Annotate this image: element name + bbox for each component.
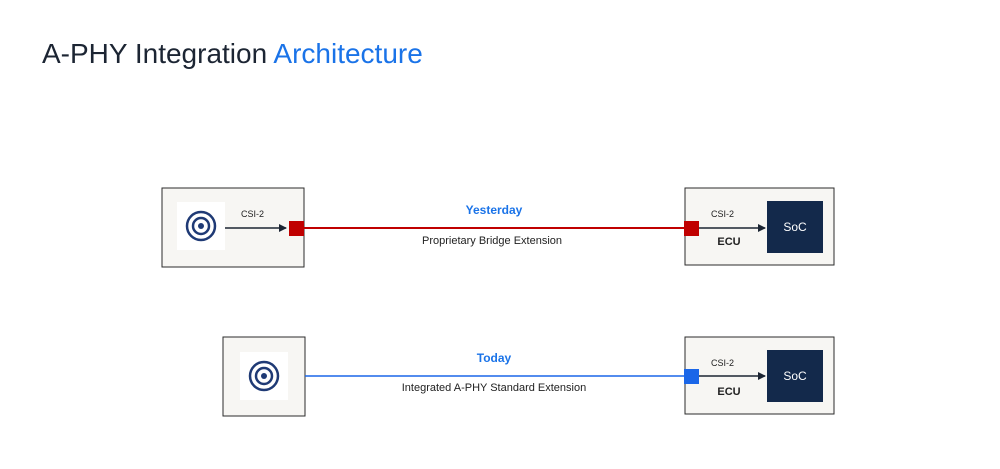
soc-block-today: [767, 350, 823, 402]
row-today: Today Integrated A-PHY Standard Extensio…: [222, 336, 835, 417]
title-main: A-PHY Integration: [42, 38, 268, 69]
link-description-today: Integrated A-PHY Standard Extension: [402, 382, 586, 394]
link-description-yesterday: Proprietary Bridge Extension: [422, 235, 562, 247]
aphy-chip-ecu: [684, 369, 699, 384]
title-accent: Architecture: [273, 38, 423, 69]
soc-label-today: SoC: [783, 369, 807, 383]
camera-lens-icon: [177, 202, 225, 250]
page-title: A-PHY Integration Architecture: [42, 38, 423, 70]
ecu-label-today: ECU: [717, 386, 740, 398]
bridge-chip-ecu: [684, 221, 699, 236]
sensor-module-today: [222, 336, 306, 417]
soc-label-yesterday: SoC: [783, 220, 807, 234]
csi2-label-sensor: CSI-2: [241, 209, 264, 219]
soc-block-yesterday: [767, 201, 823, 253]
csi2-label-ecu-yesterday: CSI-2: [711, 209, 734, 219]
csi2-label-ecu-today: CSI-2: [711, 358, 734, 368]
ecu-label-yesterday: ECU: [717, 236, 740, 248]
era-label-today: Today: [477, 351, 512, 365]
camera-lens-icon: [240, 352, 288, 400]
era-label-yesterday: Yesterday: [466, 203, 523, 217]
bridge-chip-sensor: [289, 221, 304, 236]
row-yesterday: CSI-2 Yesterday Proprietary Bridge Exten…: [161, 187, 835, 268]
